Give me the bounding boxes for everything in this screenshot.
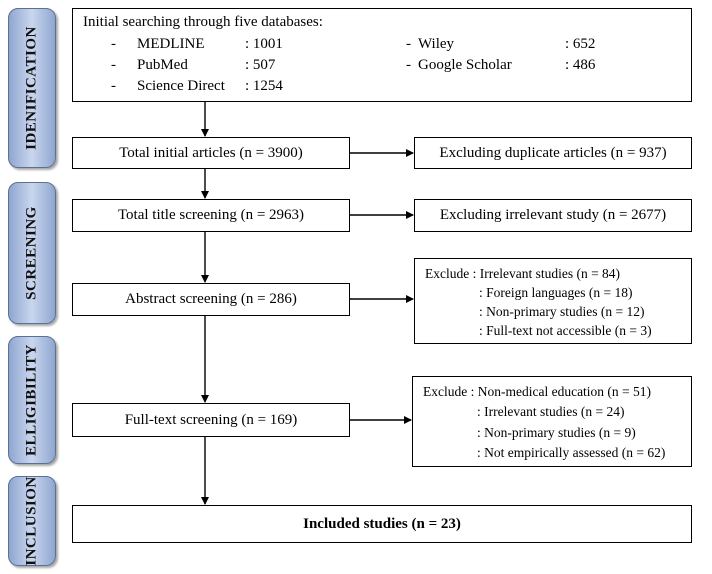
irrelevant-box: Excluding irrelevant study (n = 2677) xyxy=(414,199,692,232)
fulltext-screening-text: Full-text screening (n = 169) xyxy=(124,411,298,428)
included-studies-box: Included studies (n = 23) xyxy=(72,505,692,543)
abstract-exclusion-item: : Full-text not accessible (n = 3) xyxy=(479,323,652,338)
irrelevant-text: Excluding irrelevant study (n = 2677) xyxy=(439,207,667,223)
databases-title: Initial searching through five databases… xyxy=(83,14,323,30)
db-name-medline: MEDLINE xyxy=(137,36,205,52)
abstract-exclusion-box: Exclude : Irrelevant studies (n = 84) : … xyxy=(414,258,692,344)
db-dash-wiley: - xyxy=(406,36,411,52)
db-count-sciencedirect: : 1254 xyxy=(245,78,283,94)
abstract-exclusion-head: Exclude : Irrelevant studies (n = 84) xyxy=(425,266,621,281)
title-screening-box: Total title screening (n = 2963) xyxy=(72,199,350,232)
db-name-pubmed: PubMed xyxy=(137,57,188,73)
db-dash-googlescholar: - xyxy=(406,57,411,73)
phase-inclusion: INCLUSION xyxy=(8,476,56,566)
title-screening-text: Total title screening (n = 2963) xyxy=(117,207,305,223)
abstract-exclusion-item: : Non-primary studies (n = 12) xyxy=(479,304,645,319)
abstract-screening-text: Abstract screening (n = 286) xyxy=(125,291,297,307)
fulltext-exclusion-item: : Irrelevant studies (n = 24) xyxy=(477,404,625,419)
db-name-googlescholar: Google Scholar xyxy=(418,57,512,73)
db-count-wiley: : 652 xyxy=(565,36,596,52)
fulltext-screening-box: Full-text screening (n = 169) xyxy=(72,403,350,437)
included-studies-text: Included studies (n = 23) xyxy=(303,515,461,532)
fulltext-exclusion-head: Exclude : Non-medical education (n = 51) xyxy=(423,384,652,399)
db-count-medline: : 1001 xyxy=(245,36,283,52)
phase-screening: SCREENING xyxy=(8,182,56,324)
db-name-sciencedirect: Science Direct xyxy=(137,78,225,94)
db-dash-pubmed: - xyxy=(111,57,116,73)
duplicates-text: Excluding duplicate articles (n = 937) xyxy=(439,144,667,161)
db-count-pubmed: : 507 xyxy=(245,57,276,73)
db-name-wiley: Wiley xyxy=(418,36,455,52)
fulltext-exclusion-item: : Not empirically assessed (n = 62) xyxy=(477,445,666,460)
total-initial-box: Total initial articles (n = 3900) xyxy=(72,137,350,169)
db-dash-sciencedirect: - xyxy=(111,78,116,94)
abstract-screening-box: Abstract screening (n = 286) xyxy=(72,283,350,316)
total-initial-text: Total initial articles (n = 3900) xyxy=(119,144,303,161)
abstract-exclusion-item: : Foreign languages (n = 18) xyxy=(479,285,633,300)
db-dash-medline: - xyxy=(111,36,116,52)
duplicates-box: Excluding duplicate articles (n = 937) xyxy=(414,137,692,169)
fulltext-exclusion-item: : Non-primary studies (n = 9) xyxy=(477,425,636,440)
phase-identification: IDENIFICATION xyxy=(8,8,56,168)
databases-box: Initial searching through five databases… xyxy=(72,8,692,102)
phase-elligibility: ELLIGIBILITY xyxy=(8,336,56,464)
db-count-googlescholar: : 486 xyxy=(565,57,596,73)
fulltext-exclusion-box: Exclude : Non-medical education (n = 51)… xyxy=(412,376,692,467)
